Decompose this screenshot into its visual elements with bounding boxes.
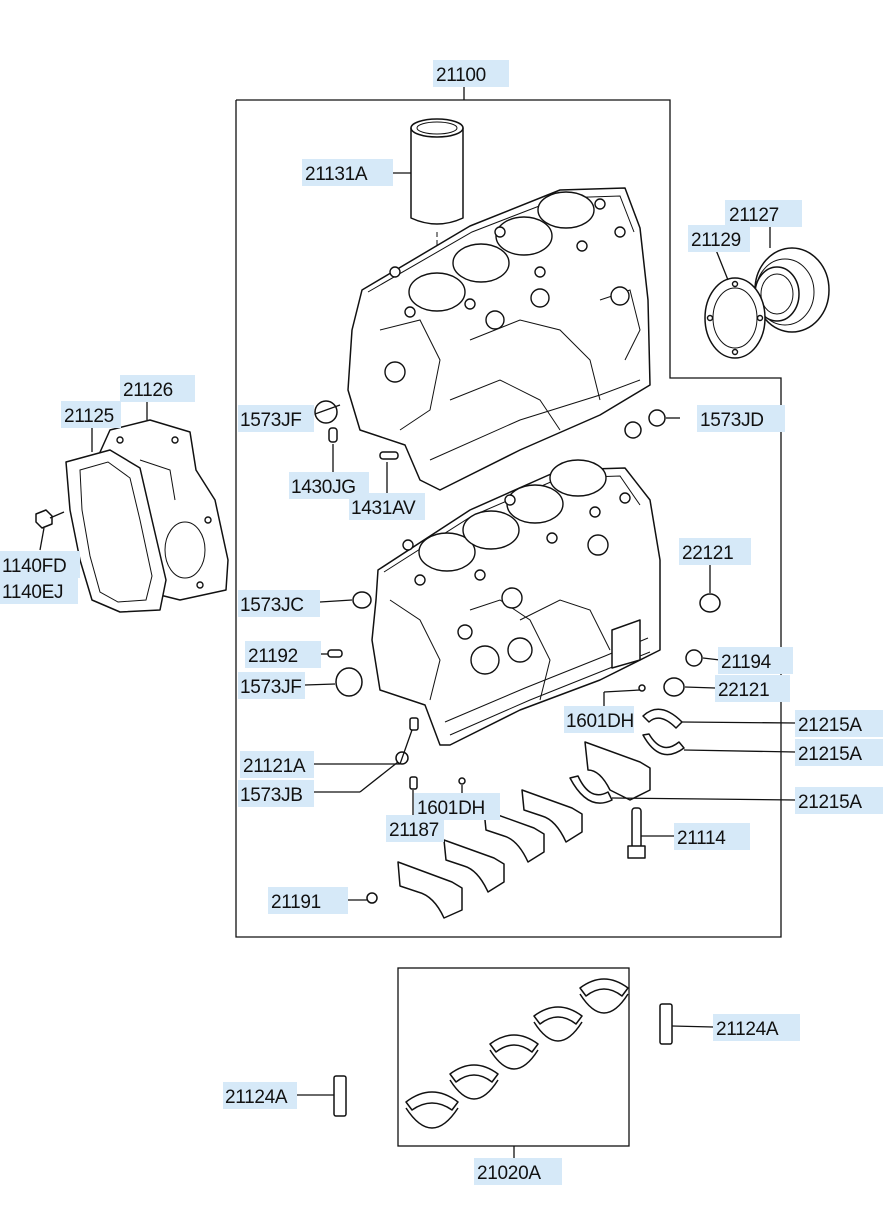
front-case-bolt bbox=[35, 509, 65, 529]
callout-1573JB-text: 1573JB bbox=[240, 785, 303, 806]
callout-21125[interactable]: 21125 bbox=[61, 401, 121, 428]
callout-1430JG-text: 1430JG bbox=[291, 477, 356, 498]
pin-21191 bbox=[366, 892, 378, 904]
callout-1573JF-top[interactable]: 1573JF bbox=[238, 405, 314, 432]
callout-21187[interactable]: 21187 bbox=[386, 815, 444, 842]
pin-1601DH bbox=[458, 684, 646, 785]
callout-21129-text: 21129 bbox=[691, 230, 741, 251]
front-case-gasket bbox=[65, 449, 167, 613]
callout-21121A[interactable]: 21121A bbox=[240, 751, 314, 778]
callout-1140EJ-text: 1140EJ bbox=[2, 582, 63, 603]
callout-21191[interactable]: 21191 bbox=[268, 887, 348, 914]
callout-21124A-left-text: 21124A bbox=[225, 1087, 288, 1108]
callout-1140FD-text: 1140FD bbox=[2, 556, 66, 577]
thrust-washer-lower bbox=[642, 733, 685, 756]
side-seal-right bbox=[659, 1003, 673, 1045]
assembly-frame bbox=[235, 86, 782, 938]
callout-21124A-right[interactable]: 21124A bbox=[713, 1014, 800, 1041]
callout-1140EJ[interactable]: 1140EJ bbox=[0, 577, 78, 604]
callout-21215A-3-text: 21215A bbox=[798, 792, 862, 813]
plug-1573JF-top bbox=[314, 400, 338, 424]
rear-seal-gasket bbox=[704, 277, 766, 359]
callout-1431AV-text: 1431AV bbox=[351, 498, 416, 519]
callout-1601DH-right[interactable]: 1601DH bbox=[564, 706, 634, 733]
callout-21131A[interactable]: 21131A bbox=[302, 159, 393, 186]
callout-1573JC[interactable]: 1573JC bbox=[238, 590, 320, 617]
cylinder-block-lower bbox=[371, 459, 661, 746]
callout-1573JF-mid-text: 1573JF bbox=[240, 677, 302, 698]
callout-21215A-1-text: 21215A bbox=[798, 715, 862, 736]
callout-21194[interactable]: 21194 bbox=[718, 647, 793, 674]
cylinder-liner bbox=[410, 118, 464, 280]
callout-21215A-1[interactable]: 21215A bbox=[795, 710, 883, 737]
plug-1573JD bbox=[624, 409, 666, 439]
callout-21124A-right-text: 21124A bbox=[716, 1019, 779, 1040]
callout-21125-text: 21125 bbox=[64, 406, 114, 427]
pin-21187 bbox=[409, 776, 418, 790]
plug-1573JF-mid bbox=[335, 667, 363, 697]
callout-1573JD[interactable]: 1573JD bbox=[697, 405, 785, 432]
main-bearing-caps bbox=[397, 741, 651, 919]
callout-21192-text: 21192 bbox=[248, 646, 298, 667]
plug-22121-mid bbox=[663, 677, 685, 697]
bearing-kit-frame bbox=[397, 967, 630, 1158]
callout-21100-text: 21100 bbox=[436, 65, 486, 86]
callout-1431AV[interactable]: 1431AV bbox=[349, 493, 425, 520]
callout-1601DH-bottom[interactable]: 1601DH bbox=[414, 793, 500, 820]
callout-21100[interactable]: 21100 bbox=[433, 60, 509, 87]
callout-21114[interactable]: 21114 bbox=[674, 823, 750, 850]
callout-1573JD-text: 1573JD bbox=[700, 410, 764, 431]
callout-21127[interactable]: 21127 bbox=[725, 200, 802, 227]
plug-21194 bbox=[685, 649, 703, 667]
callout-22121-mid-text: 22121 bbox=[718, 680, 769, 701]
callout-21020A-text: 21020A bbox=[477, 1163, 541, 1184]
callout-21215A-2[interactable]: 21215A bbox=[795, 739, 883, 766]
thrust-washer-cap bbox=[569, 775, 613, 804]
pin-1431AV bbox=[379, 451, 399, 460]
callout-1601DH-right-text: 1601DH bbox=[566, 711, 634, 732]
pin-21192 bbox=[327, 649, 343, 658]
dowel-21121A bbox=[409, 717, 419, 731]
callout-21187-text: 21187 bbox=[389, 820, 439, 841]
callout-21192[interactable]: 21192 bbox=[245, 641, 321, 668]
pin-1430JG bbox=[328, 427, 338, 443]
callout-21127-text: 21127 bbox=[729, 205, 779, 226]
callout-21194-text: 21194 bbox=[721, 652, 772, 673]
callout-21215A-2-text: 21215A bbox=[798, 744, 862, 765]
rear-oil-seal-case bbox=[754, 247, 830, 333]
callout-1573JF-mid[interactable]: 1573JF bbox=[238, 672, 305, 699]
callout-1140FD[interactable]: 1140FD bbox=[0, 551, 80, 578]
callout-21129[interactable]: 21129 bbox=[688, 225, 750, 252]
callout-1573JF-top-text: 1573JF bbox=[240, 410, 302, 431]
plug-22121-top bbox=[699, 593, 721, 613]
callout-21215A-3[interactable]: 21215A bbox=[795, 787, 883, 814]
plug-1573JC bbox=[352, 591, 372, 609]
thrust-washer-upper bbox=[642, 708, 683, 729]
bearing-cap-bolt bbox=[627, 807, 646, 859]
callout-21124A-left[interactable]: 21124A bbox=[223, 1082, 297, 1109]
callout-21191-text: 21191 bbox=[271, 892, 321, 913]
callout-21126[interactable]: 21126 bbox=[120, 375, 195, 402]
callout-21126-text: 21126 bbox=[123, 380, 173, 401]
leader-lines bbox=[39, 172, 796, 1096]
callout-1601DH-bottom-text: 1601DH bbox=[417, 798, 485, 819]
callout-1430JG[interactable]: 1430JG bbox=[289, 472, 369, 499]
callout-21121A-text: 21121A bbox=[243, 756, 306, 777]
callout-21114-text: 21114 bbox=[677, 828, 726, 849]
side-seal-left bbox=[333, 1075, 347, 1117]
callout-1573JB[interactable]: 1573JB bbox=[238, 780, 314, 807]
callout-21020A[interactable]: 21020A bbox=[474, 1158, 562, 1185]
callout-22121-top[interactable]: 22121 bbox=[679, 538, 751, 565]
main-bearing-shells bbox=[405, 978, 629, 1129]
callout-22121-mid[interactable]: 22121 bbox=[715, 675, 790, 702]
callout-21131A-text: 21131A bbox=[305, 164, 368, 185]
callout-22121-top-text: 22121 bbox=[682, 543, 733, 564]
callout-1573JC-text: 1573JC bbox=[240, 595, 304, 616]
cylinder-block-upper bbox=[347, 187, 651, 491]
